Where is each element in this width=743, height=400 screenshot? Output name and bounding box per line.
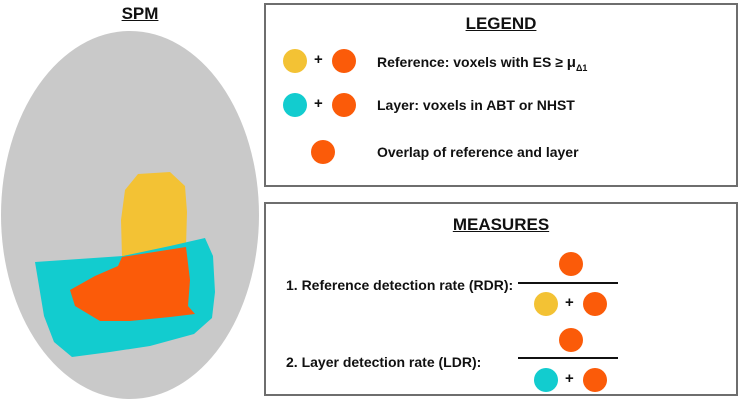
mu-symbol: μΔ1 <box>566 54 588 73</box>
plus-sign: + <box>565 370 574 387</box>
cyan-circle-icon <box>534 368 558 392</box>
measures-panel: MEASURES 1. Reference detection rate (RD… <box>264 202 738 396</box>
orange-circle-icon <box>311 140 335 164</box>
rdr-label: 1. Reference detection rate (RDR): <box>286 277 514 293</box>
legend-reference-label: Reference: voxels with ES ≥ <box>377 54 567 70</box>
yellow-circle-icon <box>534 292 558 316</box>
spm-title: SPM <box>121 4 159 23</box>
legend-overlap-text: Overlap of reference and layer <box>377 144 579 160</box>
yellow-circle-icon <box>283 49 307 73</box>
plus-sign: + <box>314 95 323 112</box>
legend-panel: LEGEND + Reference: voxels with ES ≥ μΔ1… <box>264 3 738 187</box>
reference-region <box>121 172 187 257</box>
fraction-line <box>518 282 618 284</box>
ldr-label: 2. Layer detection rate (LDR): <box>286 354 482 370</box>
spm-diagram <box>1 31 259 399</box>
orange-circle-icon <box>332 93 356 117</box>
orange-circle-icon <box>332 49 356 73</box>
cyan-circle-icon <box>283 93 307 117</box>
legend-title: LEGEND <box>465 14 537 33</box>
orange-circle-icon <box>583 368 607 392</box>
overlap-region <box>70 247 195 321</box>
orange-circle-icon <box>559 252 583 276</box>
plus-sign: + <box>314 51 323 68</box>
measures-title: MEASURES <box>452 215 550 234</box>
orange-circle-icon <box>559 328 583 352</box>
legend-layer-text: Layer: voxels in ABT or NHST <box>377 97 575 113</box>
legend-reference-text: Reference: voxels with ES ≥ μΔ1 <box>377 54 587 73</box>
fraction-line <box>518 357 618 359</box>
orange-circle-icon <box>583 292 607 316</box>
plus-sign: + <box>565 294 574 311</box>
